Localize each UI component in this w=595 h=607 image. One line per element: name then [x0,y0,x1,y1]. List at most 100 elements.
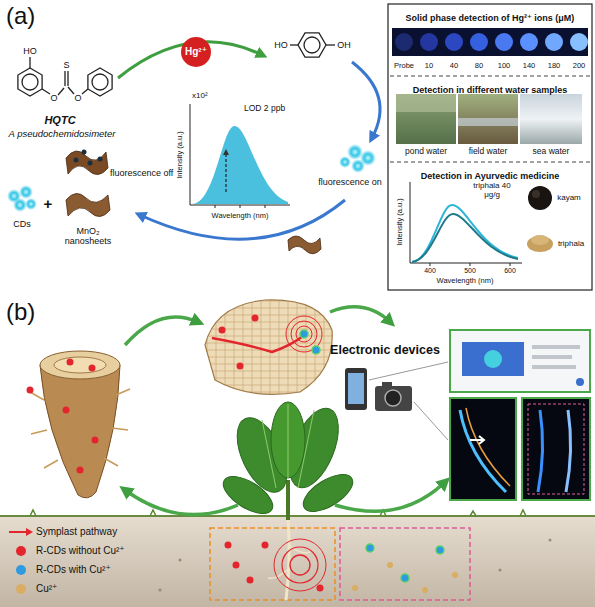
text-label: LOD 2 ppb [244,104,285,114]
panel-letter: (a) [6,2,35,30]
hydroquinone-structure [290,33,335,57]
soil-ground-part [452,572,458,578]
text-label: OH [337,40,351,50]
legend-line-sample [9,531,27,533]
root-cross-section-part [237,363,244,370]
electronic-devices-part [375,386,412,411]
mno2-nanosheets-part [66,151,108,175]
text-label: HO [23,46,37,56]
detection-panel-part [390,162,590,163]
detection-panel-part [495,33,513,51]
hqtc-structure [18,57,112,96]
soil-ground-part [401,574,409,582]
plant-part [262,404,314,488]
root-illustration-part [63,407,70,414]
plant-part [274,539,326,591]
legend-swatch [16,546,26,556]
legend-text: Cu²⁺ [36,583,57,594]
cycle-arrows-part [335,482,445,511]
text-label: pond water [405,147,447,157]
plant-part [217,469,278,521]
electronic-devices-part [382,382,392,387]
root-cross-section-part [296,326,312,342]
electronic-devices-part [414,402,448,440]
electronic-devices-part [566,410,571,492]
detection-panel-part [420,33,438,51]
detection-panel-part [396,94,456,112]
detection-panel-part [458,118,518,126]
root-illustration [27,351,131,498]
plant-part [286,480,290,520]
text-label: field water [469,147,508,157]
detection-panel [388,4,592,290]
panel-letter: (b) [6,298,35,326]
text-label: Hg²⁺ [185,46,207,58]
detection-panel-part [532,190,540,198]
mercury-ion [181,37,211,67]
text-label: 80 [475,62,483,71]
text-label: 200 [573,62,586,71]
hydroquinone-structure-part [326,44,335,45]
hqtc-structure-part [88,68,112,96]
soil-ground-part [30,510,526,516]
detection-panel-part [412,205,518,262]
legend-item: R-CDs with Cu²⁺ [8,560,125,579]
hqtc-structure-part [58,88,64,95]
electronic-devices-part [345,368,367,410]
soil-ground-part [352,585,358,591]
detection-panel-part [410,182,411,263]
soil-ground-part [340,528,470,600]
text-label: S [63,60,69,70]
soil-ground-part [317,585,324,592]
electronic-devices-part [484,350,502,368]
axis-title: Intensity (a.u.) [176,131,185,179]
soil-ground-part [499,569,502,572]
legend-swatch [16,565,26,575]
soil-ground-part [422,587,428,593]
reaction-arrows-part [140,200,345,239]
soil-ground-part [436,546,444,554]
soil-ground-part [233,562,240,569]
hydroquinone-structure-part [298,33,326,57]
detection-panel-part [527,236,553,252]
root-illustration-part [67,359,74,366]
plant [217,402,358,600]
electronic-devices-part [532,345,580,349]
soil-ground-part [387,562,393,568]
root-cross-section-part [219,327,226,334]
soil-ground-part [549,539,552,542]
spectrum-inset [190,104,290,208]
soil-ground-part [210,528,335,600]
root-illustration-part [89,365,96,372]
text-label: O [50,93,57,103]
text-label: Probe [394,62,414,71]
hqtc-structure-part [42,89,50,94]
plant-part [297,467,358,519]
section-heading: Detection in Ayurvedic medicine [421,171,559,182]
mno2-nanosheets-part [66,193,110,216]
hqtc-structure-part [22,74,38,90]
detection-panel-part [520,33,538,51]
root-illustration-part [40,351,120,379]
text-label: A pseudochemidosimeter [9,129,116,140]
text-label: x10² [192,91,208,100]
text-label: 10 [425,62,433,71]
hydroquinone-structure-part [304,37,320,53]
electronic-devices-part [522,398,590,500]
detection-panel-part [520,94,582,144]
axis-title: Intensity (a.u.) [396,198,405,246]
text-label: Wavelength (nm) [212,212,269,221]
hqtc-structure-part [92,74,108,90]
text-label: fluorescence off [110,168,173,178]
detection-panel-part [528,186,552,210]
electronic-devices-part [385,390,401,406]
hqtc-structure-part [18,68,42,96]
text-label: MnO₂ nanosheets [59,226,117,247]
root-cross-section-part [300,330,308,338]
legend-item: R-CDs without Cu²⁺ [8,541,125,560]
detection-panel-part [458,94,518,144]
text-label: 600 [504,267,516,275]
spectrum-inset-part [225,152,226,192]
text-label: 40 [450,62,458,71]
